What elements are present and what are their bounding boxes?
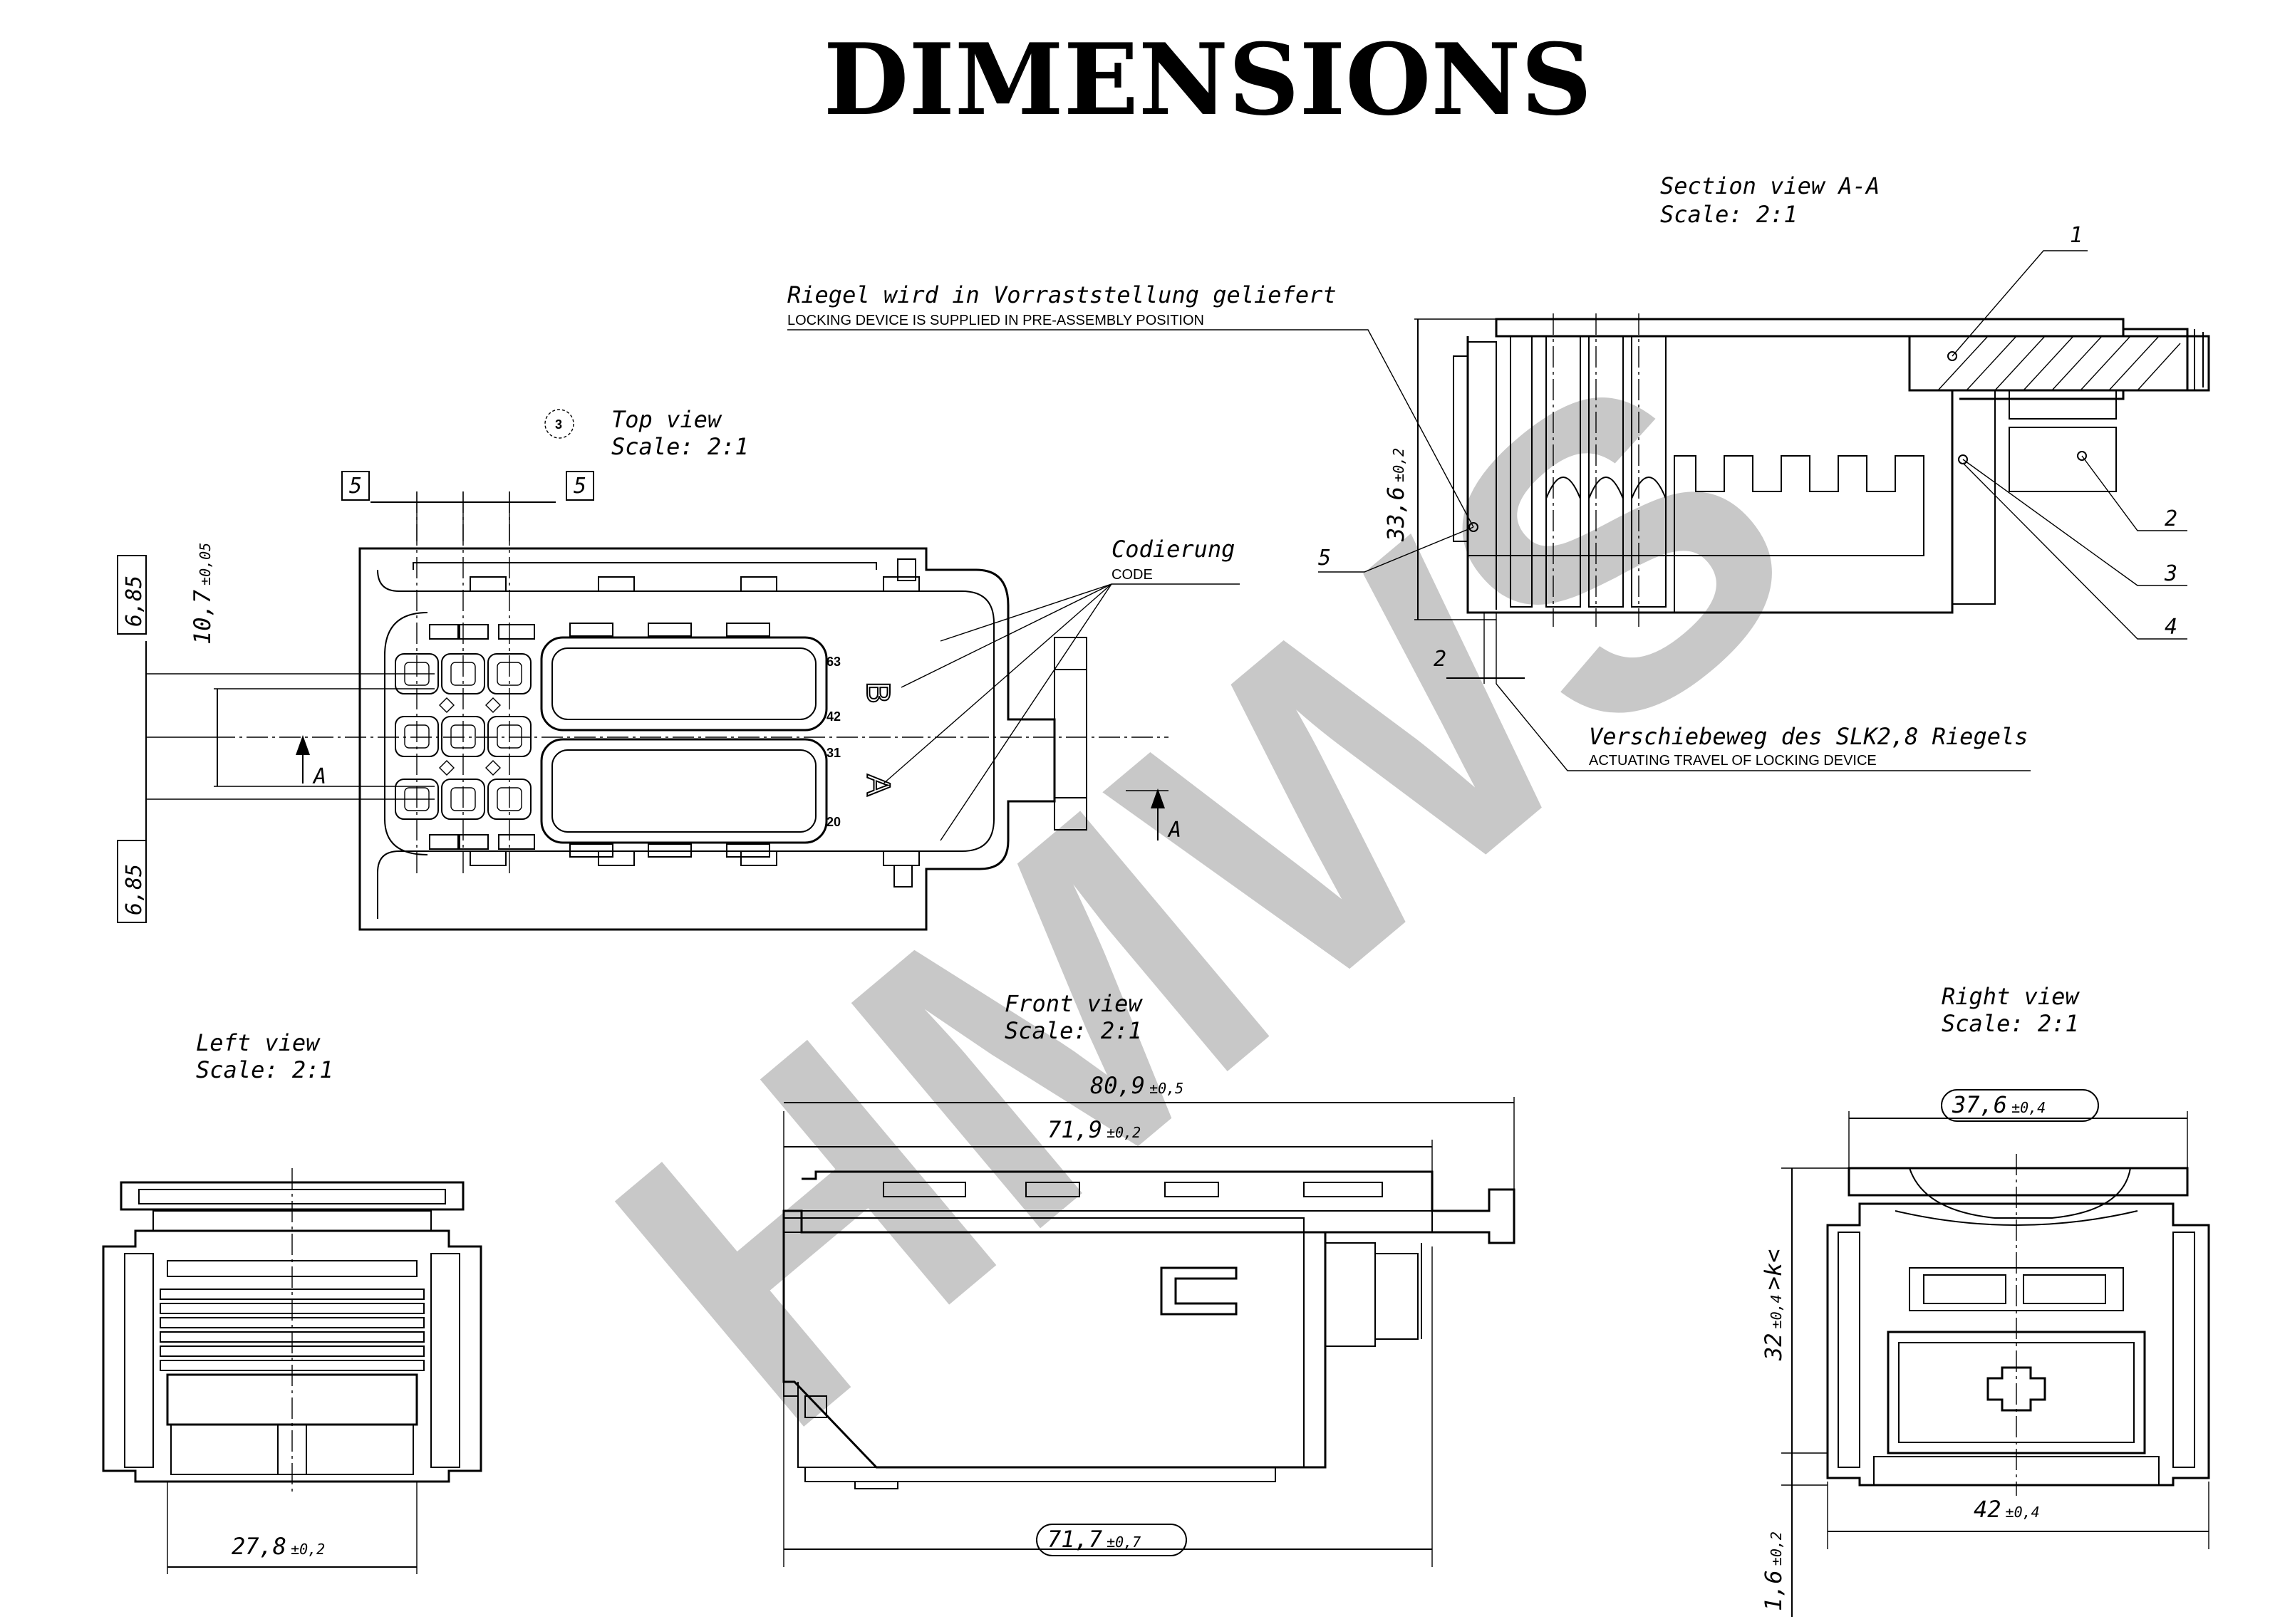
right-view-title: Right view	[1942, 983, 2080, 1010]
code-letter-a: A	[860, 774, 897, 796]
dim-top-row-lower: 6,85	[122, 864, 147, 915]
dim-right-height: 32±0,4>k<	[1760, 1249, 1787, 1362]
dim-travel: 2	[1434, 647, 1446, 672]
dim-top-spacing-left: 5	[349, 474, 362, 499]
balloon-3: 3	[2164, 561, 2177, 586]
watermark-text: HMWS	[534, 279, 1877, 1514]
top-view-scale: Scale: 2:1	[611, 433, 749, 460]
dim-front-bottom: 71,7±0,7	[1047, 1526, 1141, 1553]
dim-front-body: 71,9±0,2	[1047, 1116, 1141, 1143]
section-view-scale: Scale: 2:1	[1660, 201, 1798, 228]
note-riegel-en: LOCKING DEVICE IS SUPPLIED IN PRE-ASSEMB…	[787, 313, 1204, 328]
dim-right-foot: 1,6±0,2	[1760, 1531, 1787, 1611]
pin-number-42: 42	[826, 709, 841, 724]
section-marker-left: A	[312, 764, 326, 789]
balloon-1: 1	[2070, 223, 2083, 248]
left-view: Left view Scale: 2:1 27,8±0,2	[102, 1029, 482, 1574]
detail-marker: 3	[555, 417, 562, 432]
top-view-title: Top view	[611, 406, 722, 433]
page-title: DIMENSIONS	[824, 21, 1592, 137]
note-codierung-en: CODE	[1112, 567, 1153, 583]
dim-section-height: 33,6±0,2	[1382, 448, 1409, 542]
watermark: HMWS	[534, 279, 1877, 1514]
front-view: Front view Scale: 2:1 80,9±0,5 71,9±0,2	[782, 990, 1515, 1567]
pin-number-63: 63	[826, 655, 841, 669]
pin-number-31: 31	[826, 746, 841, 760]
top-view: Top view Scale: 2:1 3	[117, 406, 1240, 931]
note-verschiebeweg-en: ACTUATING TRAVEL OF LOCKING DEVICE	[1589, 753, 1877, 769]
section-view: Section view A-A Scale: 2:1	[787, 172, 2210, 771]
note-riegel-de: Riegel wird in Vorraststellung geliefert	[787, 281, 1337, 308]
note-verschiebeweg-de: Verschiebeweg des SLK2,8 Riegels	[1589, 723, 2028, 750]
front-view-scale: Scale: 2:1	[1005, 1017, 1142, 1044]
right-view: Right view Scale: 2:1 37,6±0,4 42±0,4	[1760, 983, 2210, 1617]
note-codierung-de: Codierung	[1112, 536, 1235, 563]
dim-top-spacing-right: 5	[574, 474, 586, 499]
balloon-2: 2	[2165, 506, 2177, 531]
section-view-title: Section view A-A	[1660, 172, 1880, 199]
left-view-scale: Scale: 2:1	[196, 1056, 333, 1083]
dim-front-overall: 80,9±0,5	[1090, 1072, 1183, 1099]
balloon-4: 4	[2165, 615, 2177, 640]
dim-right-top: 37,6±0,4	[1952, 1091, 2046, 1118]
section-hatch	[1937, 335, 2181, 391]
front-view-title: Front view	[1005, 990, 1143, 1017]
dim-top-row-upper: 6,85	[122, 576, 147, 627]
right-view-scale: Scale: 2:1	[1942, 1010, 2079, 1037]
left-view-title: Left view	[196, 1029, 321, 1056]
dim-left-width: 27,8±0,2	[232, 1533, 325, 1560]
dim-right-bottom: 42±0,4	[1974, 1496, 2040, 1523]
balloon-5: 5	[1318, 546, 1331, 571]
dim-top-span: 10,7±0,05	[189, 543, 216, 645]
pin-number-20: 20	[826, 815, 841, 829]
section-marker-right: A	[1167, 818, 1181, 843]
code-letter-b: B	[860, 682, 897, 704]
